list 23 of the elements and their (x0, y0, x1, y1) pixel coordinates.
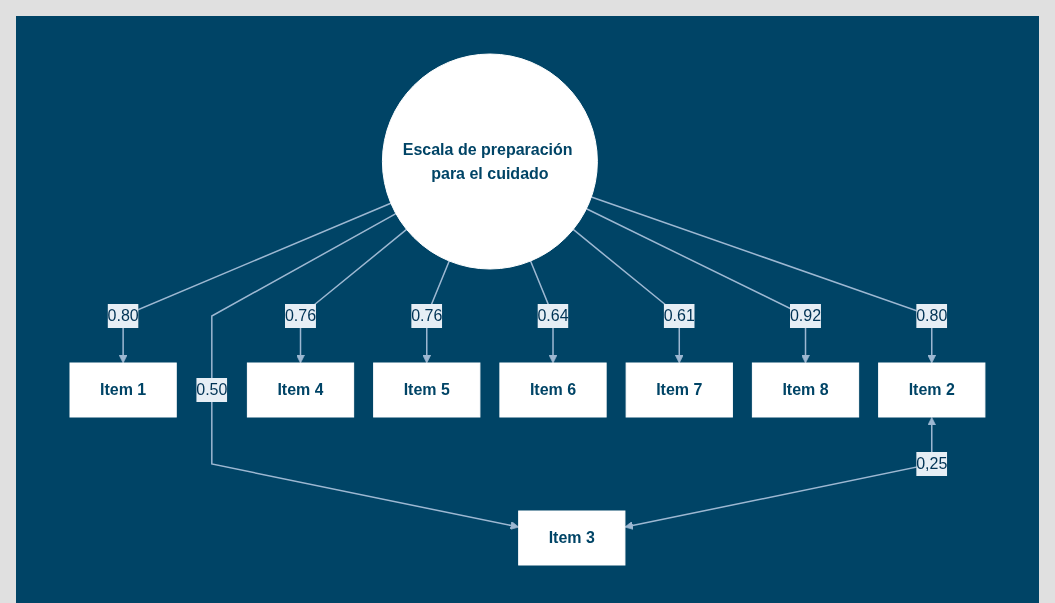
node-circle: Escala de preparación para el cuidado (381, 53, 598, 270)
node-box: Item 4 (246, 362, 355, 418)
edge-label: 0.80 (107, 307, 139, 324)
node-box: Item 2 (878, 362, 986, 418)
node-box: Item 3 (518, 510, 626, 566)
node-box: Item 8 (751, 362, 860, 418)
edge-label: 0,25 (916, 455, 948, 472)
edge-label: 0.80 (916, 307, 948, 324)
arrow (585, 208, 810, 364)
arrow (211, 212, 520, 530)
edge-label: 0.92 (789, 307, 822, 324)
edge-label: 0.64 (537, 307, 569, 324)
node-box: Item 5 (373, 362, 481, 418)
edge-label: 0.50 (196, 381, 228, 398)
edge-label: 0.76 (411, 307, 443, 324)
arrow (624, 417, 937, 530)
node-box: Item 6 (499, 362, 607, 418)
edge-label: 0.61 (663, 307, 695, 324)
node-box: Item 7 (625, 362, 733, 418)
edge-label: 0.76 (284, 307, 317, 324)
node-box: Item 1 (69, 362, 177, 418)
arrow (118, 202, 392, 364)
arrow (590, 196, 937, 364)
